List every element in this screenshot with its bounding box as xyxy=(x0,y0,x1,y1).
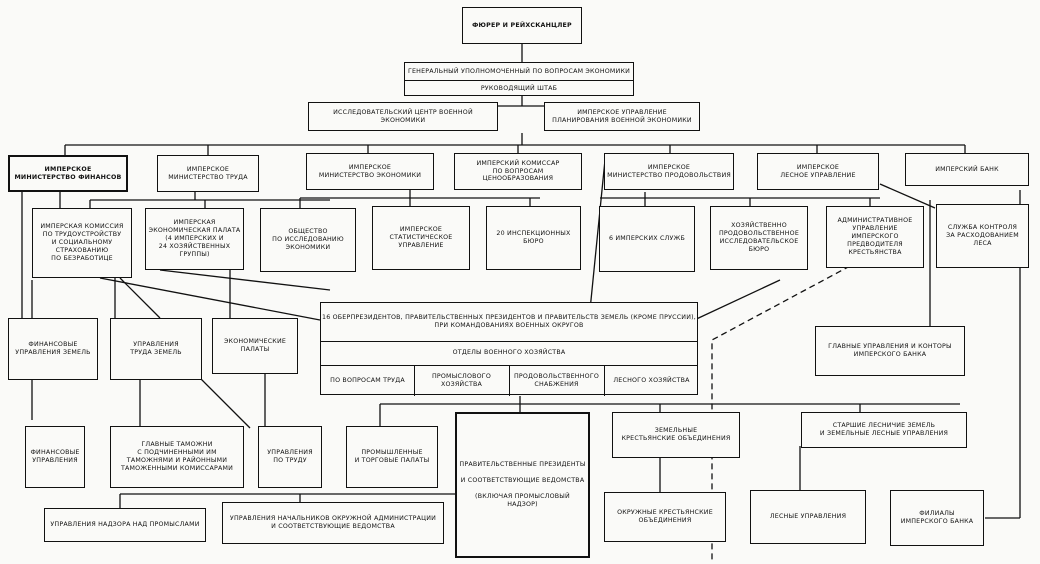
finance-offices-box: ФИНАНСОВЫЕ УПРАВЛЕНИЯ xyxy=(25,426,85,488)
ministry-price-box: ИМПЕРСКИЙ КОМИССАР ПО ВОПРОСАМ ЦЕНООБРАЗ… xyxy=(454,153,582,190)
imperial-bank-box: ИМПЕРСКИЙ БАНК xyxy=(905,153,1029,186)
ministry-finance-box: ИМПЕРСКОЕ МИНИСТЕРСТВО ФИНАНСОВ xyxy=(8,155,128,192)
land-finance-box: ФИНАНСОВЫЕ УПРАВЛЕНИЯ ЗЕМЕЛЬ xyxy=(8,318,98,380)
central-authorities-title: 16 ОБЕРПРЕЗИДЕНТОВ, ПРАВИТЕЛЬСТВЕННЫХ ПР… xyxy=(322,314,696,329)
trade-supervision-box: УПРАВЛЕНИЯ НАДЗОРА НАД ПРОМЫСЛАМИ xyxy=(44,508,206,542)
district-peasant-box: ОКРУЖНЫЕ КРЕСТЬЯНСКИЕ ОБЪЕДИНЕНИЯ xyxy=(604,492,726,542)
research-center-box: ИССЛЕДОВАТЕЛЬСКИЙ ЦЕНТР ВОЕННОЙ ЭКОНОМИК… xyxy=(308,102,498,131)
staff-label: РУКОВОДЯЩИЙ ШТАБ xyxy=(480,84,558,92)
peasant-associations-box: ЗЕМЕЛЬНЫЕ КРЕСТЬЯНСКИЕ ОБЪЕДИНЕНИЯ xyxy=(612,412,740,458)
forest-management-box: ЛЕСНЫЕ УПРАВЛЕНИЯ xyxy=(750,490,866,544)
peasant-admin-box: АДМИНИСТРАТИВНОЕ УПРАВЛЕНИЕ ИМПЕРСКОГО П… xyxy=(826,206,924,268)
imperial-services-box: 6 ИМПЕРСКИХ СЛУЖБ xyxy=(599,206,695,272)
plenipotentiary-box: ГЕНЕРАЛЬНЫЙ УПОЛНОМОЧЕННЫЙ ПО ВОПРОСАМ Э… xyxy=(404,62,634,96)
ministry-forest-box: ИМПЕРСКОЕ ЛЕСНОЕ УПРАВЛЕНИЕ xyxy=(757,153,879,190)
land-labor-box: УПРАВЛЕНИЯ ТРУДА ЗЕМЕЛЬ xyxy=(110,318,202,380)
employment-commission-box: ИМПЕРСКАЯ КОМИССИЯ ПО ТРУДОУСТРОЙСТВУ И … xyxy=(32,208,132,278)
bank-branches-box: ФИЛИАЛЫ ИМПЕРСКОГО БАНКА xyxy=(890,490,984,546)
economic-chamber-box: ИМПЕРСКАЯ ЭКОНОМИЧЕСКАЯ ПАЛАТА (4 ИМПЕРС… xyxy=(145,208,244,270)
inspection-bureau-box: 20 ИНСПЕКЦИОННЫХ БЮРО xyxy=(486,206,581,270)
ministry-food-box: ИМПЕРСКОЕ МИНИСТЕРСТВО ПРОДОВОЛЬСТВИЯ xyxy=(604,153,734,190)
research-society-box: ОБЩЕСТВО ПО ИССЛЕДОВАНИЮ ЭКОНОМИКИ xyxy=(260,208,356,272)
dept-forestry-label: ЛЕСНОГО ХОЗЯЙСТВА xyxy=(613,376,690,384)
customs-box: ГЛАВНЫЕ ТАМОЖНИ С ПОДЧИНЕННЫМИ ИМ ТАМОЖН… xyxy=(110,426,244,488)
labor-offices-box: УПРАВЛЕНИЯ ПО ТРУДУ xyxy=(258,426,322,488)
bank-offices-box: ГЛАВНЫЕ УПРАВЛЕНИЯ И КОНТОРЫ ИМПЕРСКОГО … xyxy=(815,326,965,376)
ministry-economy-box: ИМПЕРСКОЕ МИНИСТЕРСТВО ЭКОНОМИКИ xyxy=(306,153,434,190)
forest-offices-box: СТАРШИЕ ЛЕСНИЧИЕ ЗЕМЕЛЬ И ЗЕМЕЛЬНЫЕ ЛЕСН… xyxy=(801,412,967,448)
economic-chambers-box: ЭКОНОМИЧЕСКИЕ ПАЛАТЫ xyxy=(212,318,298,374)
statistics-office-box: ИМПЕРСКОЕ СТАТИСТИЧЕСКОЕ УПРАВЛЕНИЕ xyxy=(372,206,470,270)
central-authorities-box: 16 ОБЕРПРЕЗИДЕНТОВ, ПРАВИТЕЛЬСТВЕННЫХ ПР… xyxy=(320,302,698,396)
forest-control-box: СЛУЖБА КОНТРОЛЯ ЗА РАСХОДОВАНИЕМ ЛЕСА xyxy=(936,204,1029,268)
dept-food-supply-label: ПРОДОВОЛЬСТВЕННОГО СНАБЖЕНИЯ xyxy=(513,372,600,388)
ministry-labor-box: ИМПЕРСКОЕ МИНИСТЕРСТВО ТРУДА xyxy=(157,155,259,192)
military-econ-departments-label: ОТДЕЛЫ ВОЕННОГО ХОЗЯЙСТВА xyxy=(452,349,566,357)
dept-industrial-label: ПРОМЫСЛОВОГО ХОЗЯЙСТВА xyxy=(431,372,492,388)
dept-labor-label: ПО ВОПРОСАМ ТРУДА xyxy=(330,376,405,384)
food-research-box: ХОЗЯЙСТВЕННО ПРОДОВОЛЬСТВЕННОЕ ИССЛЕДОВА… xyxy=(710,206,808,270)
plenipotentiary-label: ГЕНЕРАЛЬНЫЙ УПОЛНОМОЧЕННЫЙ ПО ВОПРОСАМ Э… xyxy=(407,67,631,75)
planning-box: ИМПЕРСКОЕ УПРАВЛЕНИЕ ПЛАНИРОВАНИЯ ВОЕННО… xyxy=(544,102,700,131)
trade-chambers-box: ПРОМЫШЛЕННЫЕ И ТОРГОВЫЕ ПАЛАТЫ xyxy=(346,426,438,488)
gov-presidents-box: ПРАВИТЕЛЬСТВЕННЫЕ ПРЕЗИДЕНТЫ И СООТВЕТСТ… xyxy=(455,412,590,558)
fuhrer-box: ФЮРЕР И РЕЙХСКАНЦЛЕР xyxy=(462,7,582,44)
district-admin-box: УПРАВЛЕНИЯ НАЧАЛЬНИКОВ ОКРУЖНОЙ АДМИНИСТ… xyxy=(222,502,444,544)
